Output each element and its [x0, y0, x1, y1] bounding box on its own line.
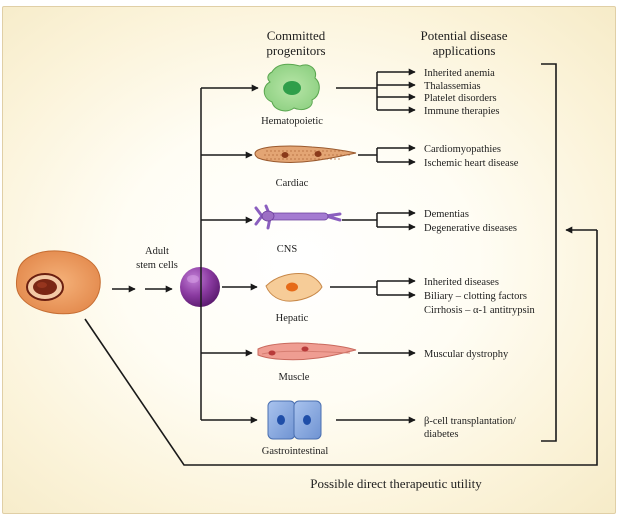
tissue-cell-icon [15, 250, 101, 315]
connector-cardiac [358, 144, 416, 166]
label-cardiac: Cardiac [276, 178, 309, 189]
applications-bracket [541, 63, 557, 442]
hematopoietic-cell-icon [263, 63, 320, 112]
header-potential-line1: Potential disease [420, 28, 507, 43]
gastrointestinal-cell-icon [267, 400, 322, 440]
connector-cns [342, 209, 416, 231]
cns-cell-icon [254, 204, 342, 230]
adult-stem-label-line2: stem cells [136, 260, 178, 271]
label-hepatic: Hepatic [276, 313, 309, 324]
app-hepatic-2: Biliary – clotting factors [424, 291, 527, 302]
app-cns-2: Degenerative diseases [424, 223, 517, 234]
app-hematopoietic-3: Platelet disorders [424, 93, 497, 104]
cardiac-cell-icon [254, 145, 357, 163]
app-muscle-1: Muscular dystrophy [424, 349, 509, 360]
label-gastrointestinal: Gastrointestinal [262, 446, 329, 457]
footer-caption: Possible direct therapeutic utility [310, 476, 482, 491]
direct-therapeutic-path [84, 230, 598, 466]
app-hepatic-1: Inherited diseases [424, 277, 499, 288]
hepatic-cell-icon [265, 273, 323, 302]
app-hematopoietic-4: Immune therapies [424, 106, 500, 117]
label-cns: CNS [277, 244, 298, 255]
adult-stem-label-line1: Adult [145, 246, 169, 257]
header-potential-line2: applications [433, 43, 496, 58]
app-gastrointestinal-2: diabetes [424, 429, 458, 440]
header-committed-line1: Committed [267, 28, 326, 43]
stem-cell-icon [180, 267, 220, 307]
app-cns-1: Dementias [424, 209, 469, 220]
muscle-cell-icon [257, 342, 357, 361]
connector-hepatic [330, 277, 416, 299]
app-hematopoietic-2: Thalassemias [424, 81, 481, 92]
app-gastrointestinal-1: β-cell transplantation/ [424, 416, 516, 427]
label-hematopoietic: Hematopoietic [261, 116, 323, 127]
label-muscle: Muscle [279, 372, 310, 383]
app-hematopoietic-1: Inherited anemia [424, 68, 495, 79]
header-committed-line2: progenitors [266, 43, 325, 58]
app-cardiac-1: Cardiomyopathies [424, 144, 501, 155]
app-cardiac-2: Ischemic heart disease [424, 158, 519, 169]
connector-hematopoietic [336, 68, 416, 114]
app-hepatic-3: Cirrhosis – α-1 antitrypsin [424, 305, 536, 316]
